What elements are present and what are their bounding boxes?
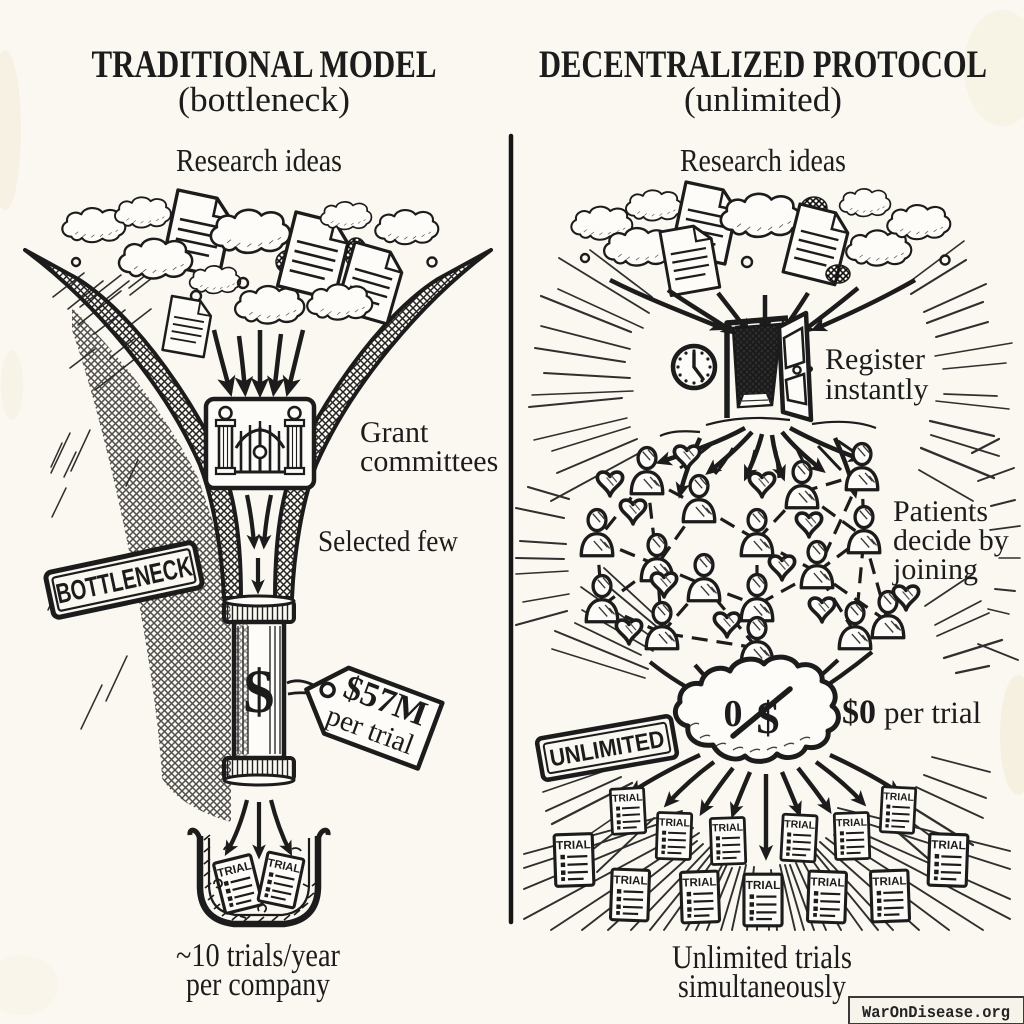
svg-text:(unlimited): (unlimited) (684, 80, 842, 119)
svg-text:$: $ (244, 658, 275, 726)
svg-text:0: 0 (724, 693, 743, 735)
svg-text:Research ideas: Research ideas (680, 142, 846, 178)
svg-text:per trial: per trial (884, 695, 981, 730)
svg-text:WarOnDisease.org: WarOnDisease.org (862, 1003, 1010, 1022)
svg-text:TRADITIONAL MODEL: TRADITIONAL MODEL (92, 43, 437, 86)
svg-text:$0: $0 (842, 694, 876, 731)
svg-text:Research ideas: Research ideas (176, 142, 342, 178)
svg-text:committees: committees (360, 445, 498, 478)
svg-text:simultaneously: simultaneously (678, 969, 846, 1005)
svg-text:per company: per company (186, 967, 330, 1003)
svg-text:Unlimited trials: Unlimited trials (672, 940, 852, 976)
svg-text:DECENTRALIZED PROTOCOL: DECENTRALIZED PROTOCOL (539, 43, 987, 86)
svg-text:Register: Register (825, 343, 925, 376)
svg-text:Patients: Patients (893, 495, 988, 528)
svg-text:Selected few: Selected few (318, 525, 458, 558)
svg-text:~10 trials/year: ~10 trials/year (176, 938, 340, 974)
svg-text:(bottleneck): (bottleneck) (178, 80, 350, 119)
svg-text:joining: joining (892, 553, 978, 586)
svg-text:decide by: decide by (893, 524, 1009, 557)
svg-text:Grant: Grant (360, 416, 429, 449)
svg-text:instantly: instantly (825, 373, 928, 406)
